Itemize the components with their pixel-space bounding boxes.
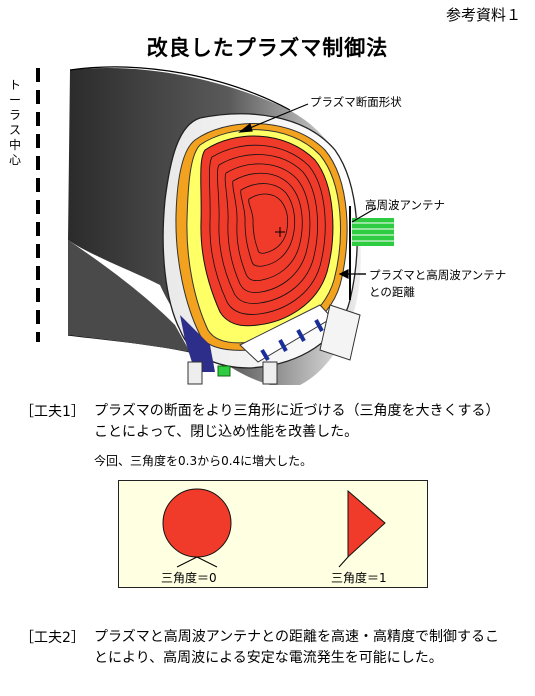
- torus-lower-shadow: [68, 240, 190, 352]
- distance-label-line1: プラズマと高周波アンテナ: [369, 268, 507, 282]
- rf-antenna: [349, 206, 394, 300]
- torus-center-label: トーラス中心: [9, 78, 22, 167]
- distance-label: プラズマと高周波アンテナ との距離: [369, 267, 506, 301]
- callout-arrows: [238, 103, 377, 279]
- torus-upper-edge: [69, 66, 291, 111]
- improvement1-text: プラズマの断面をより三角形に近づける（三角度を大きくする）ことによって、閉じ込め…: [94, 403, 500, 440]
- improvement1-note: 今回、三角度を0.3から0.4に増大した。: [94, 454, 313, 468]
- improvement2-text: プラズマと高周波アンテナとの距離を高速・高精度で制御することにより、高周波による…: [94, 629, 500, 666]
- tokamak-cross-section-diagram: [36, 66, 394, 385]
- improvement1-tag: ［工夫1］: [20, 404, 85, 420]
- page-title: 改良したプラズマ制御法: [146, 36, 389, 60]
- triangularity-example-box: 三角度＝0 三角度＝1: [118, 480, 428, 588]
- plasma-center-marker: [275, 227, 285, 237]
- reference-label: 参考資料１: [445, 6, 521, 24]
- triangle-example: [338, 489, 386, 568]
- antenna-label: 高周波アンテナ: [365, 198, 446, 212]
- improvement2-tag: ［工夫2］: [20, 630, 85, 646]
- triangularity-zero-label: 三角度＝0: [161, 571, 217, 585]
- triangularity-shapes: [162, 488, 386, 568]
- triangularity-one-label: 三角度＝1: [331, 571, 387, 585]
- circle-example: [162, 488, 232, 568]
- divertor-structure: [180, 304, 361, 385]
- flux-contours: [209, 144, 326, 315]
- plasma-shape-label: プラズマ断面形状: [310, 95, 402, 109]
- distance-label-line2: との距離: [369, 285, 415, 299]
